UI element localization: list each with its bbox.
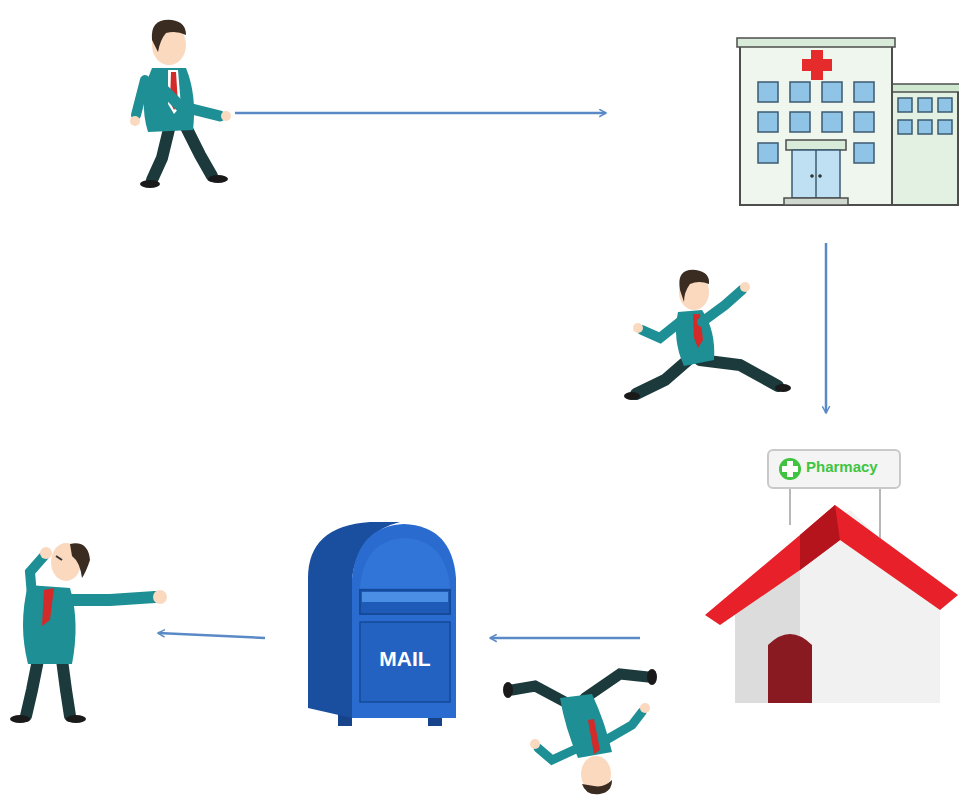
flow-arrow (490, 637, 640, 640)
running-man (624, 270, 791, 400)
flow-arrow (825, 243, 828, 413)
falling-man (503, 669, 657, 794)
hospital-building (737, 38, 959, 205)
flow-arrow (158, 633, 265, 638)
walking-man (130, 20, 231, 188)
mailbox-shape (300, 518, 490, 730)
pharmacy-sign-text: Pharmacy (806, 459, 878, 476)
angry-man (10, 543, 167, 723)
pharmacy-node: Pharmacy (640, 445, 958, 707)
mailbox-node: MAIL (300, 518, 490, 730)
mailbox-label: MAIL (360, 647, 450, 670)
flow-arrow (235, 112, 606, 115)
pharmacy-house (640, 445, 958, 707)
